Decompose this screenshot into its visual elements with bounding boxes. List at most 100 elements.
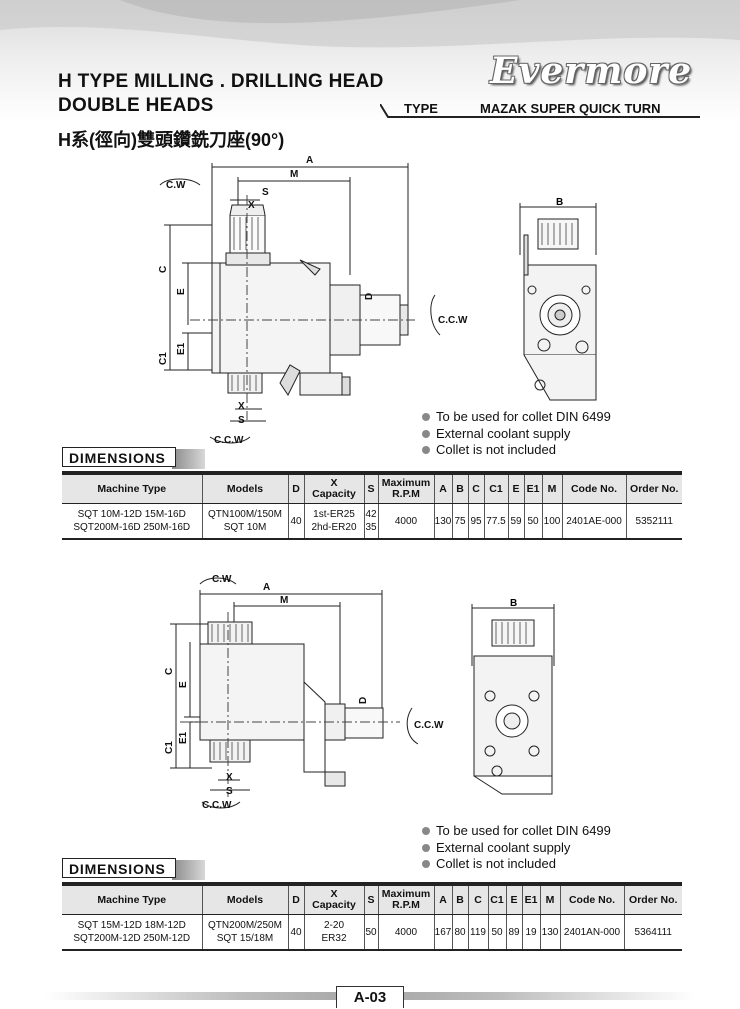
- notes-list-1: To be used for collet DIN 6499 External …: [422, 409, 611, 459]
- dimensions-tab-1: DIMENSIONS: [62, 447, 207, 469]
- cell-m: 130: [540, 914, 561, 951]
- dim-label-x: X: [248, 200, 255, 211]
- col-e: E: [508, 473, 525, 504]
- col-c1: C1: [488, 884, 507, 915]
- dim-label-e1: E1: [178, 731, 189, 744]
- cell-d: 40: [288, 914, 305, 951]
- dim-label-x-bottom: X: [226, 772, 233, 783]
- cell-s: 50: [364, 914, 379, 951]
- dim-label-e1: E1: [176, 342, 187, 355]
- dimensions-title-2: DIMENSIONS: [62, 858, 176, 878]
- dim-label-a: A: [306, 155, 313, 166]
- dim-label-s-bottom: S: [226, 786, 233, 797]
- page-title-line1: H TYPE MILLING . DRILLING HEAD: [58, 71, 384, 92]
- col-s: S: [364, 884, 379, 915]
- page-number: A-03: [336, 986, 404, 1008]
- cell-e1: 19: [522, 914, 541, 951]
- cell-code-no: 2401AN-000: [560, 914, 625, 951]
- col-e1: E1: [524, 473, 543, 504]
- dim-label-d: D: [358, 697, 369, 704]
- col-b: B: [452, 473, 469, 504]
- dimensions-rule-2: [62, 882, 682, 884]
- col-c: C: [468, 884, 489, 915]
- col-m: M: [540, 884, 561, 915]
- type-label: TYPE: [404, 101, 438, 116]
- col-c1: C1: [484, 473, 509, 504]
- cell-d: 40: [288, 503, 305, 540]
- cell-e: 89: [506, 914, 523, 951]
- dimensions-tab-shade: [172, 860, 205, 880]
- col-d: D: [288, 473, 305, 504]
- col-a: A: [434, 884, 453, 915]
- cell-e: 59: [508, 503, 525, 540]
- dim-label-c1: C1: [158, 352, 169, 365]
- cell-rpm: 4000: [378, 503, 435, 540]
- page-title-line2: DOUBLE HEADS: [58, 95, 214, 116]
- note-item: External coolant supply: [422, 840, 611, 857]
- cell-b: 80: [452, 914, 469, 951]
- note-item: External coolant supply: [422, 426, 611, 443]
- cell-m: 100: [542, 503, 563, 540]
- note-item: Collet is not included: [422, 856, 611, 873]
- cell-c: 95: [468, 503, 485, 540]
- page-title-chinese: H系(徑向)雙頭鑽銑刀座(90°): [58, 130, 285, 150]
- brand-logo: Evermore: [490, 50, 693, 92]
- col-models: Models: [202, 473, 289, 504]
- dim-label-a: A: [263, 582, 270, 593]
- dim-label-m: M: [290, 169, 298, 180]
- col-machine-type: Machine Type: [62, 884, 203, 915]
- cell-c1: 77.5: [484, 503, 509, 540]
- front-view-drawing-2: B: [471, 598, 555, 795]
- dim-label-c: C: [158, 266, 169, 273]
- col-s: S: [364, 473, 379, 504]
- dimensions-rule-1: [62, 471, 682, 473]
- col-a: A: [434, 473, 453, 504]
- dimensions-tab-2: DIMENSIONS: [62, 858, 207, 880]
- dimensions-title-1: DIMENSIONS: [62, 447, 176, 467]
- dim-label-c1: C1: [164, 741, 175, 754]
- side-view-drawing-1: A M S X C.W C E C1 E1 D X S C.C.W C.C.W: [158, 155, 468, 446]
- cell-a: 130: [434, 503, 453, 540]
- cell-c1: 50: [488, 914, 507, 951]
- ccw-label-bottom: C.C.W: [202, 800, 232, 811]
- cell-c: 119: [468, 914, 489, 951]
- col-code-no: Code No.: [562, 473, 627, 504]
- ccw-label-bottom: C.C.W: [214, 435, 244, 446]
- dim-label-s: S: [262, 187, 269, 198]
- cell-order-no: 5364111: [624, 914, 682, 951]
- dim-label-m: M: [280, 595, 288, 606]
- notes-list-2: To be used for collet DIN 6499 External …: [422, 823, 611, 873]
- dim-label-c: C: [164, 668, 175, 675]
- cell-order-no: 5352111: [626, 503, 682, 540]
- cell-code-no: 2401AE-000: [562, 503, 627, 540]
- dim-label-b: B: [510, 598, 517, 609]
- cell-rpm: 4000: [378, 914, 435, 951]
- note-item: To be used for collet DIN 6499: [422, 409, 611, 426]
- col-b: B: [452, 884, 469, 915]
- note-item: To be used for collet DIN 6499: [422, 823, 611, 840]
- side-view-drawing-2: A M C.W C E C1 E1 D X S C.C.W C.C.W: [164, 574, 444, 811]
- col-d: D: [288, 884, 305, 915]
- cw-label: C.W: [212, 574, 232, 585]
- cw-label: C.W: [166, 180, 186, 191]
- col-c: C: [468, 473, 485, 504]
- col-e1: E1: [522, 884, 541, 915]
- col-m: M: [542, 473, 563, 504]
- dim-label-e: E: [178, 681, 189, 688]
- note-item: Collet is not included: [422, 442, 611, 459]
- col-machine-type: Machine Type: [62, 473, 203, 504]
- type-bar: [380, 104, 700, 118]
